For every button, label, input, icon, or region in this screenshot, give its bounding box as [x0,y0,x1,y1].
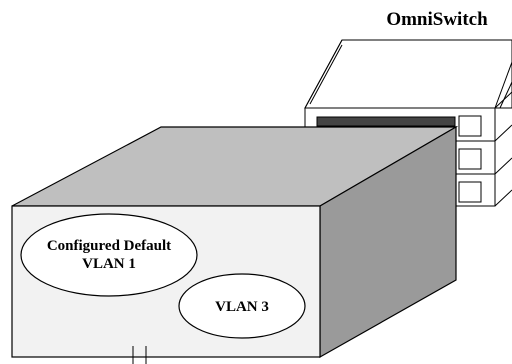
vlan-3-label: VLAN 3 [215,299,269,315]
module-side [494,157,512,175]
chassis-edge [494,61,512,109]
vlan-ellipse-default: Configured Default VLAN 1 [20,213,198,297]
port-row [316,116,456,127]
port-block [458,115,482,137]
vlan-1-label-line-1: Configured Default [47,238,171,254]
chassis-edge [304,39,343,109]
chassis-edge [309,44,343,105]
port-block [458,181,482,203]
vlan-3-ellipse [178,273,306,339]
module-side [494,124,512,142]
port-block [458,148,482,170]
cable-stub [132,346,147,364]
chassis-edge [499,81,512,109]
vlan-1-ellipse [20,213,198,297]
vlan-1-label-line-2: VLAN 1 [82,256,136,272]
module-side [494,91,512,109]
diagram-title: OmniSwitch [386,9,488,30]
vlan-ellipse-3: VLAN 3 [178,273,306,339]
module-side [494,189,512,207]
